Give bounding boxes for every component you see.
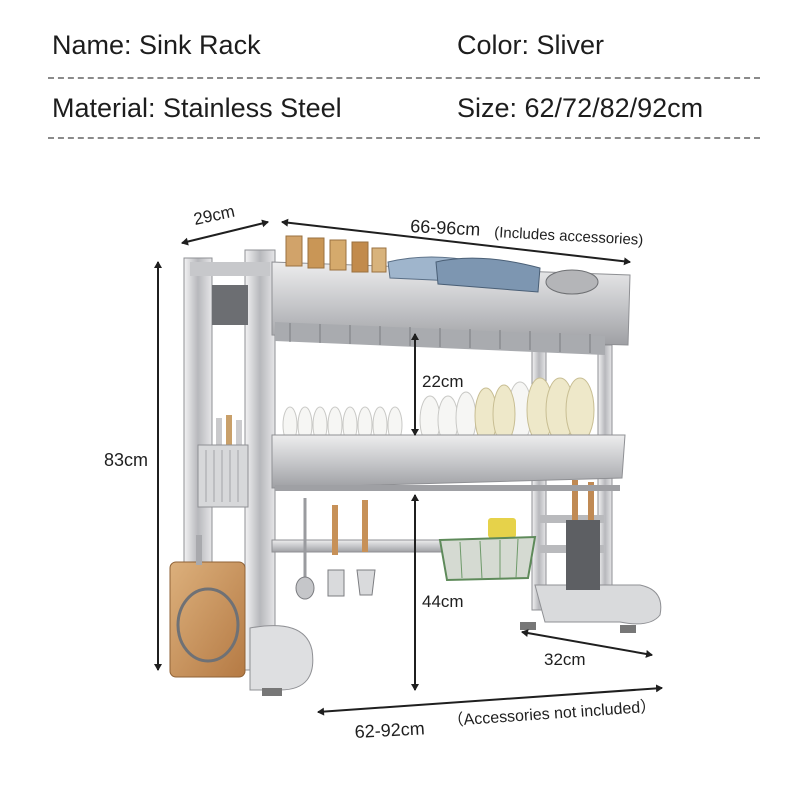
spec-divider-top [48,77,760,79]
foot-depth-label: 32cm [544,650,586,669]
spec-divider-bottom [48,137,760,139]
hanging-utensils [271,498,443,600]
top-width-note: (Includes accessories) [494,224,644,249]
base-width-dim-line [317,684,663,716]
depth-label: 29cm [192,202,237,229]
dimension-lines [154,218,663,716]
base-width-note: （Accessories not included） [447,697,657,730]
spec-size: Size: 62/72/82/92cm [457,93,704,123]
sponge-basket [438,518,537,582]
spec-name: Name: Sink Rack [52,30,261,60]
clearance-label: 44cm [422,592,464,611]
dish-shelf [271,377,626,491]
cutting-board [169,535,246,678]
knife-holder-right [566,480,600,590]
width-top-dim-line [281,218,631,266]
spec-material: Material: Stainless Steel [52,93,342,123]
depth-top-dim-line [181,219,269,246]
top-width-label: 66-96cm [410,216,481,240]
foot-depth-dim-line [521,629,653,658]
rack-left-foot [249,625,314,696]
spec-color: Color: Sliver [457,30,605,60]
tier-gap-label: 22cm [422,372,464,391]
base-width-label: 62-92cm [354,718,425,742]
top-shelf [271,235,631,355]
utensil-holder [197,415,249,508]
height-label: 83cm [104,450,148,470]
